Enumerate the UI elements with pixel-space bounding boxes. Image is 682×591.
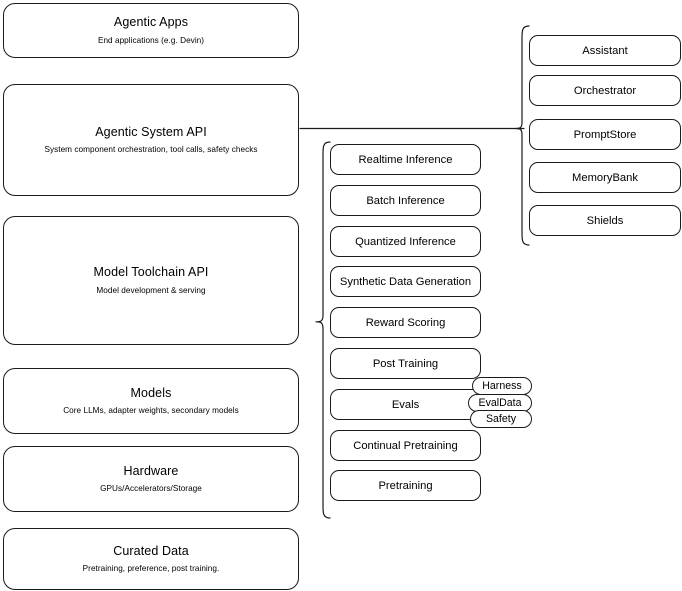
capability-label: Evals xyxy=(391,398,420,411)
system-component-orchestrator[interactable]: Orchestrator xyxy=(529,75,681,106)
layer-title: Model Toolchain API xyxy=(93,265,209,280)
layer-subtitle: End applications (e.g. Devin) xyxy=(97,35,205,45)
layer-agentic-system-api[interactable]: Agentic System API System component orch… xyxy=(3,84,299,196)
capability-synthetic-data-generation[interactable]: Synthetic Data Generation xyxy=(330,266,481,297)
capability-label: Post Training xyxy=(372,357,439,370)
system-component-promptstore[interactable]: PromptStore xyxy=(529,119,681,150)
capability-batch-inference[interactable]: Batch Inference xyxy=(330,185,481,216)
layer-title: Models xyxy=(130,385,172,400)
evals-subcomponent-harness[interactable]: Harness xyxy=(472,377,532,395)
system-component-shields[interactable]: Shields xyxy=(529,205,681,236)
system-component-label: Shields xyxy=(586,214,624,227)
system-component-label: Assistant xyxy=(582,44,628,57)
bracket-path-middle xyxy=(315,141,331,519)
capability-realtime-inference[interactable]: Realtime Inference xyxy=(330,144,481,175)
layer-subtitle: Model development & serving xyxy=(96,285,206,295)
capability-continual-pretraining[interactable]: Continual Pretraining xyxy=(330,430,481,461)
capability-reward-scoring[interactable]: Reward Scoring xyxy=(330,307,481,338)
capability-label: Batch Inference xyxy=(366,194,445,207)
capability-label: Realtime Inference xyxy=(358,153,453,166)
layer-curated-data[interactable]: Curated Data Pretraining, preference, po… xyxy=(3,528,299,590)
layer-subtitle: GPUs/Accelerators/Storage xyxy=(100,484,202,494)
layer-title: Hardware xyxy=(123,463,179,478)
capability-evals[interactable]: Evals xyxy=(330,389,481,420)
layer-title: Agentic System API xyxy=(95,124,207,139)
layer-models[interactable]: Models Core LLMs, adapter weights, secon… xyxy=(3,368,299,434)
capability-pretraining[interactable]: Pretraining xyxy=(330,470,481,501)
layer-model-toolchain-api[interactable]: Model Toolchain API Model development & … xyxy=(3,216,299,345)
evals-subcomponent-label: Harness xyxy=(482,380,522,392)
evals-subcomponent-safety[interactable]: Safety xyxy=(470,410,532,428)
evals-subcomponent-label: EvalData xyxy=(478,397,522,409)
system-component-memorybank[interactable]: MemoryBank xyxy=(529,162,681,193)
capability-quantized-inference[interactable]: Quantized Inference xyxy=(330,226,481,257)
system-component-label: PromptStore xyxy=(573,128,637,141)
system-component-label: Orchestrator xyxy=(573,84,637,97)
system-component-label: MemoryBank xyxy=(572,171,638,184)
capability-post-training[interactable]: Post Training xyxy=(330,348,481,379)
evals-subcomponent-label: Safety xyxy=(485,413,517,425)
capability-label: Synthetic Data Generation xyxy=(339,275,472,288)
layer-title: Curated Data xyxy=(113,543,189,558)
layer-hardware[interactable]: Hardware GPUs/Accelerators/Storage xyxy=(3,446,299,512)
layer-subtitle: Pretraining, preference, post training. xyxy=(82,564,220,574)
capability-label: Quantized Inference xyxy=(355,235,456,248)
layer-subtitle: Core LLMs, adapter weights, secondary mo… xyxy=(63,406,239,416)
capability-label: Reward Scoring xyxy=(365,316,446,329)
layer-subtitle: System component orchestration, tool cal… xyxy=(44,145,258,155)
system-component-assistant[interactable]: Assistant xyxy=(529,35,681,66)
layer-agentic-apps[interactable]: Agentic Apps End applications (e.g. Devi… xyxy=(3,3,299,58)
bracket-path-right xyxy=(515,25,530,246)
layer-title: Agentic Apps xyxy=(113,15,189,30)
capability-label: Pretraining xyxy=(378,479,433,492)
capability-label: Continual Pretraining xyxy=(353,439,458,452)
